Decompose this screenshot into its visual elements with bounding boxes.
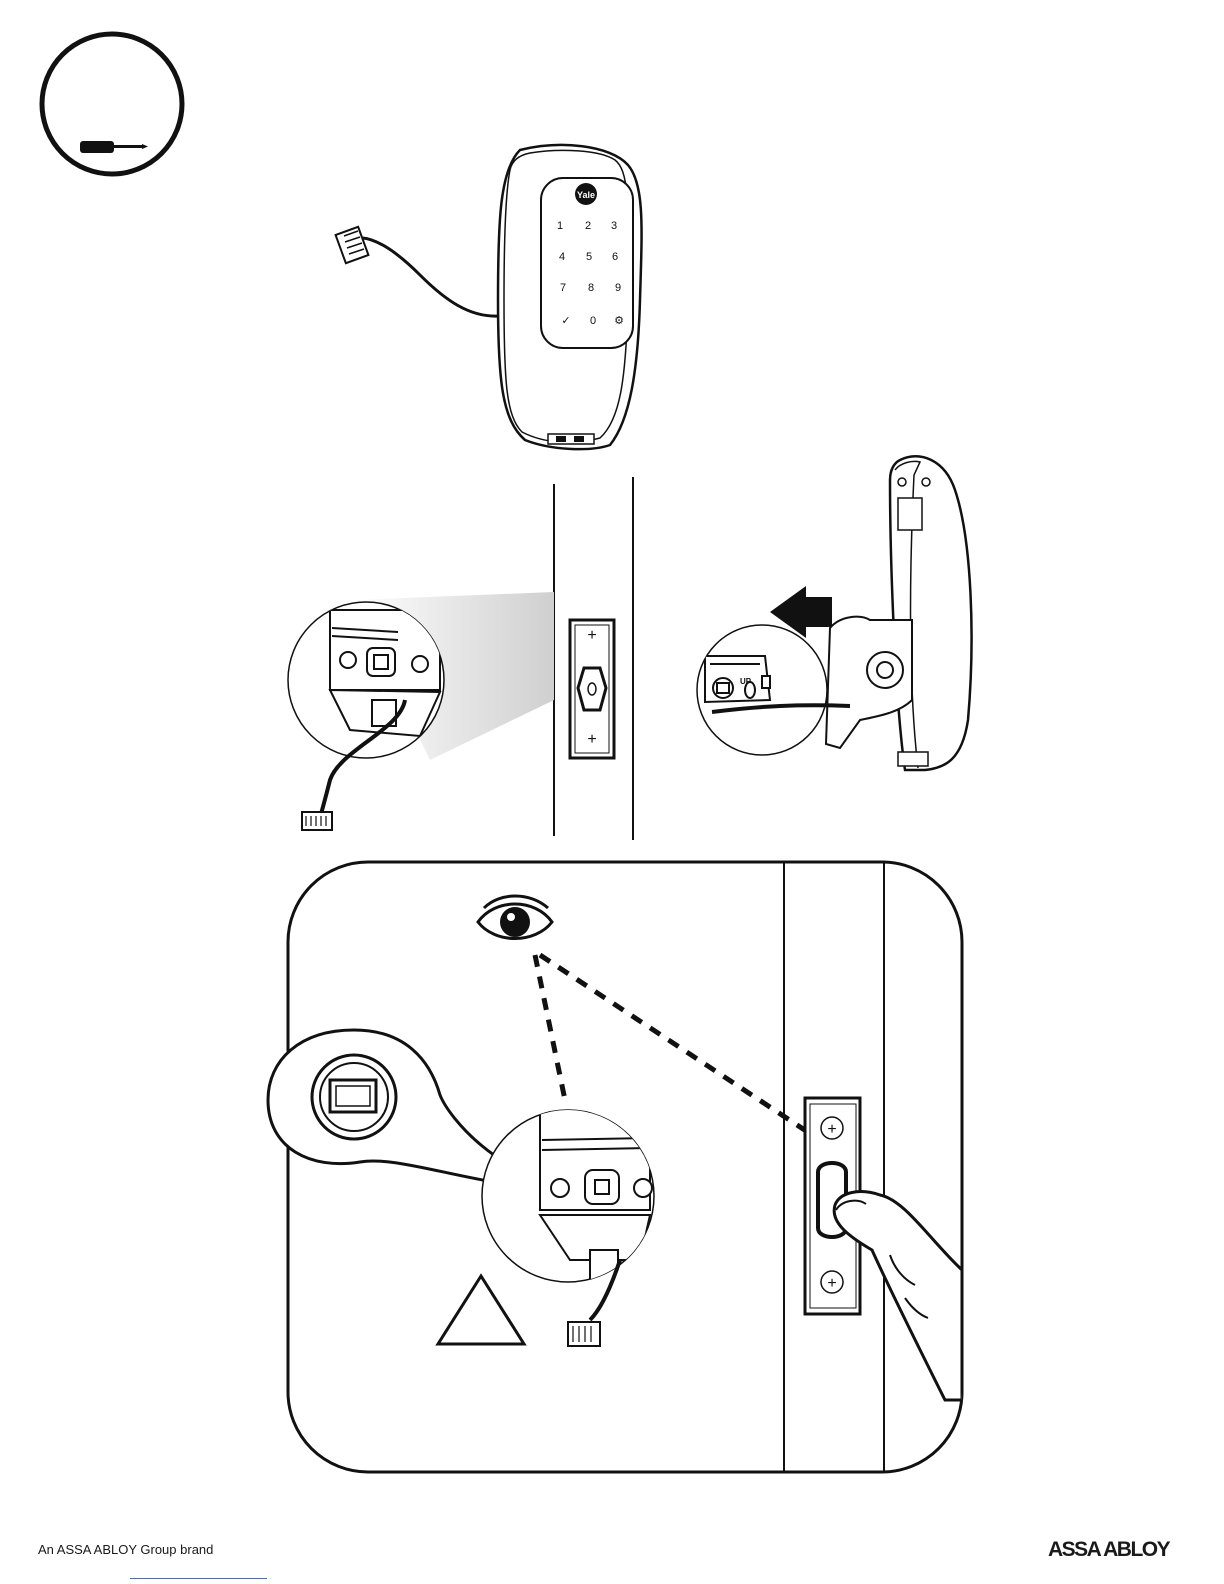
- svg-text:+: +: [827, 1275, 836, 1292]
- svg-text:+: +: [827, 1121, 836, 1138]
- assa-abloy-logo: ASSA ABLOY: [1048, 1538, 1169, 1562]
- footer-link-underline[interactable]: [130, 1578, 267, 1579]
- spindle-cable-connector: [568, 1322, 600, 1346]
- footer-brand-text: An ASSA ABLOY Group brand: [38, 1542, 213, 1557]
